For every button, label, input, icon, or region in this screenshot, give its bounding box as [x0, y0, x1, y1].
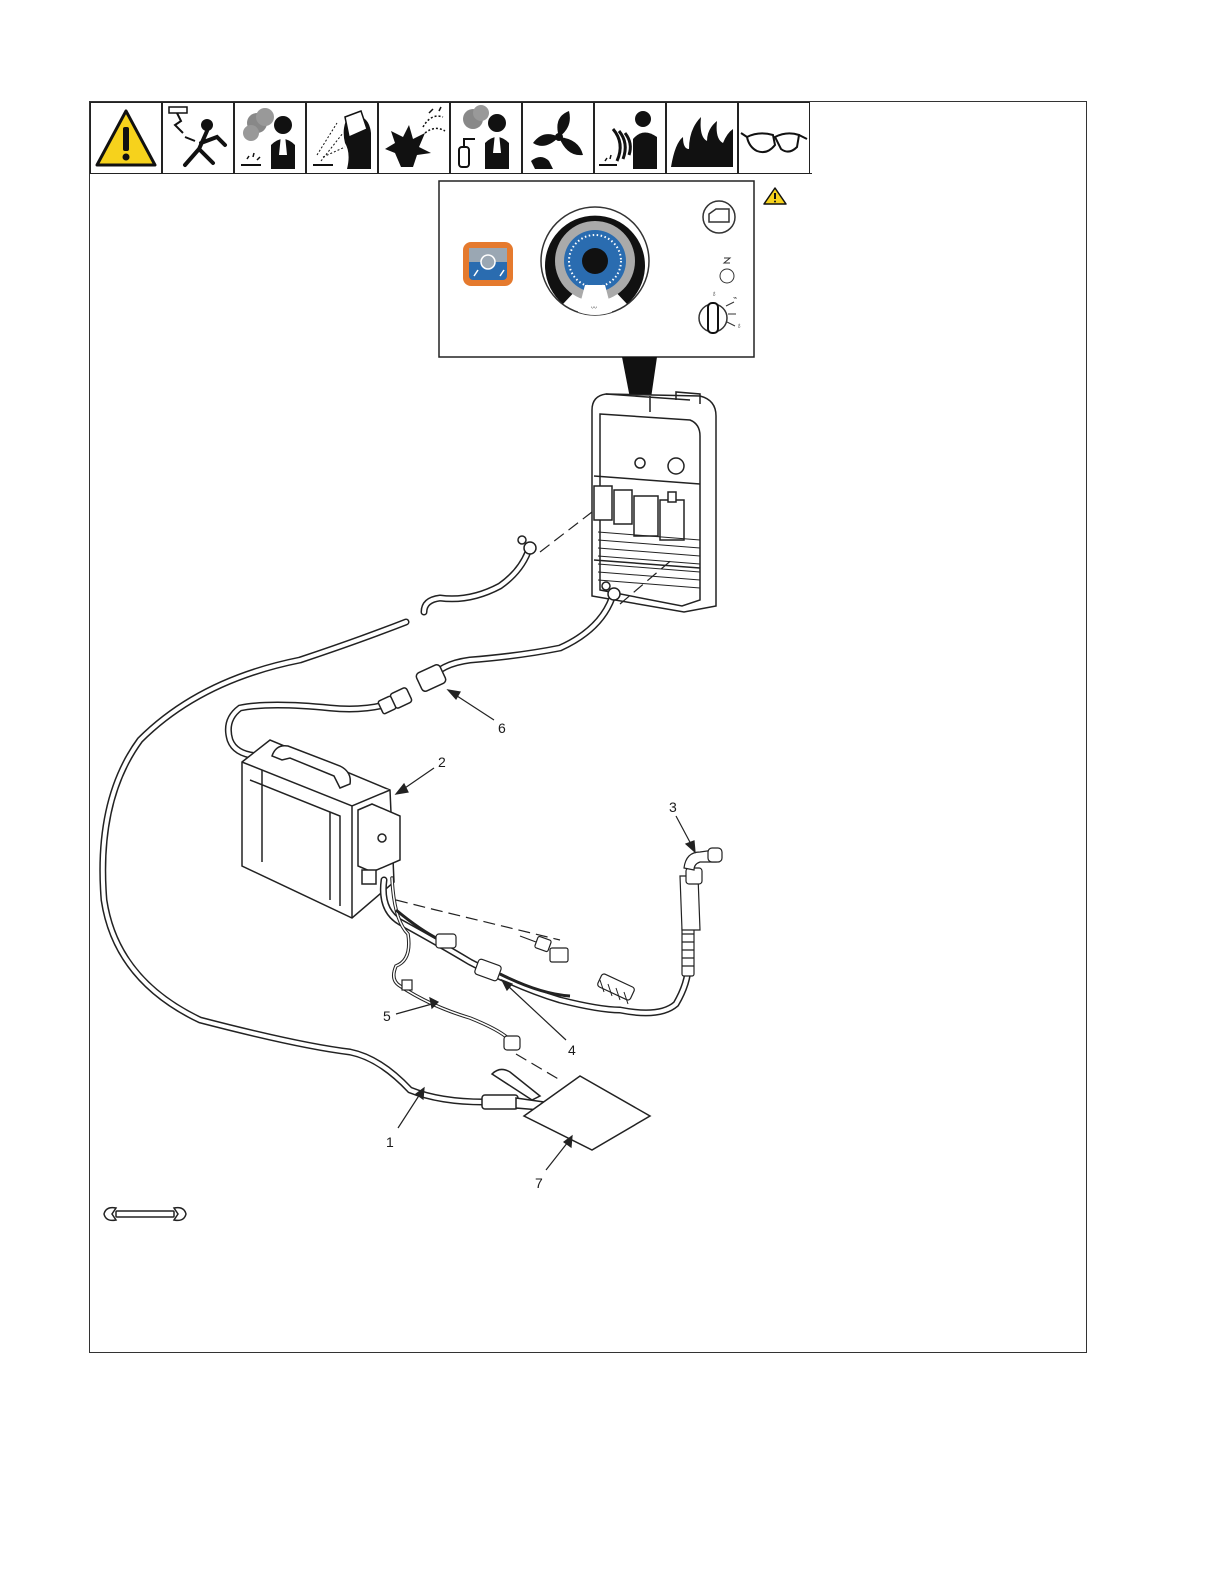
- voltage-sense-lead: [392, 878, 520, 1050]
- callout-6: 6: [498, 720, 506, 736]
- work-cable-upper: [424, 536, 536, 612]
- svg-text:♁: ♁: [711, 289, 717, 298]
- mig-gun: [383, 848, 722, 1013]
- engine-drive-welder: [592, 392, 716, 612]
- work-clamp: [482, 1069, 544, 1110]
- svg-text:⌁: ⌁: [733, 295, 737, 302]
- svg-text:〰: 〰: [591, 306, 597, 312]
- power-indicator-lamp: [703, 201, 735, 233]
- callout-3: 3: [669, 799, 677, 815]
- panel-warning-icon: [764, 188, 786, 204]
- workpiece: [524, 1076, 650, 1150]
- callout-2: 2: [438, 754, 446, 770]
- svg-text:♁: ♁: [736, 321, 742, 330]
- callout-7: 7: [535, 1175, 543, 1191]
- process-selector-button: [463, 242, 513, 286]
- callout-5: 5: [383, 1008, 391, 1024]
- gun-control-connector: [396, 910, 570, 996]
- callout-4: 4: [568, 1042, 576, 1058]
- front-panel-detail-view: 〰 ♁ ⌁ ♁: [439, 181, 786, 357]
- callout-1: 1: [386, 1134, 394, 1150]
- wrench-icon: [104, 1208, 186, 1221]
- amperage-control-dial: 〰: [541, 207, 649, 315]
- wire-feeder: [242, 740, 400, 918]
